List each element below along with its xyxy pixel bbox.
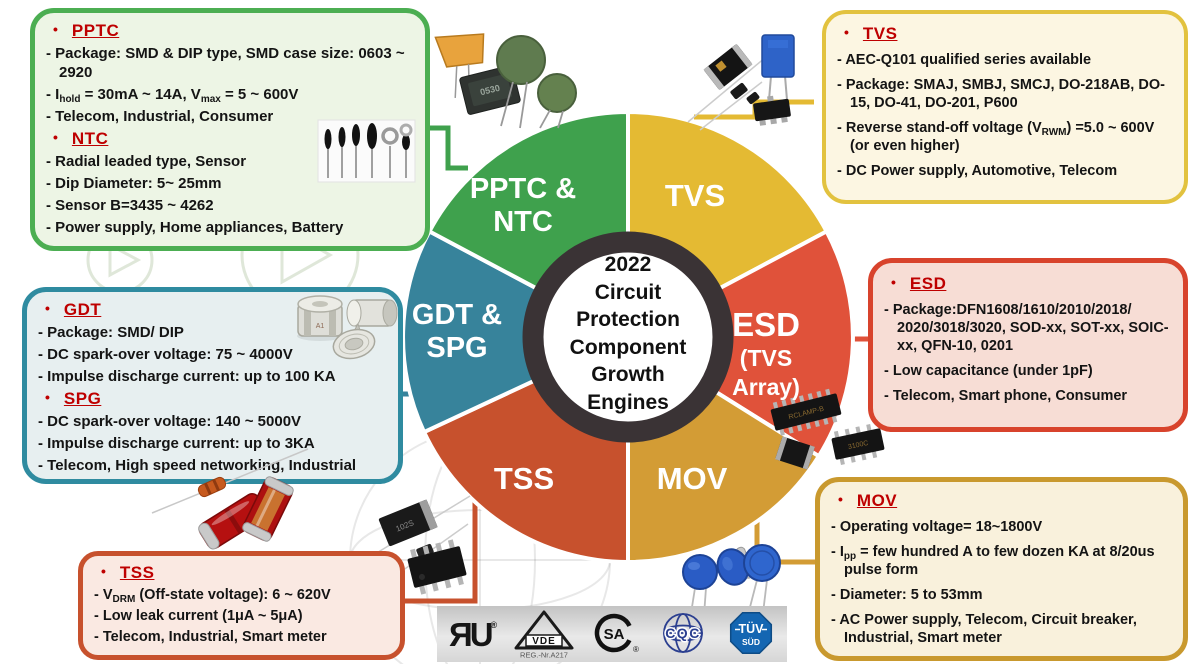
spg-spec-voltage: - DC spark-over voltage: 140 ~ 5000V (38, 413, 302, 430)
tvs-product-photo (687, 34, 795, 131)
spg-title: SPG (63, 389, 102, 408)
svg-text:102S: 102S (395, 518, 416, 533)
ntc-heading: •NTC (53, 129, 109, 148)
svg-text:VDE: VDE (532, 636, 556, 647)
ul-logo: ЯU® (448, 615, 498, 653)
tuv-sud-logo: TÜV SÜD (729, 611, 773, 655)
pptc-spec-applications: - Telecom, Industrial, Consumer (46, 108, 274, 125)
esd-title: ESD (909, 274, 947, 293)
spg-heading: •SPG (45, 389, 102, 408)
gdt-title: GDT (63, 300, 102, 319)
tvs-heading: •TVS (844, 24, 898, 43)
mov-spec-voltage: - Operating voltage= 18~1800V (831, 519, 1043, 535)
svg-text:CQC: CQC (665, 625, 701, 641)
mov-spec-diameter: - Diameter: 5 to 53mm (831, 587, 983, 603)
gdt-spec-voltage: - DC spark-over voltage: 75 ~ 4000V (38, 346, 293, 363)
mov-title: MOV (856, 491, 898, 510)
ntc-title: NTC (71, 129, 109, 148)
mov-callout: •MOV - Operating voltage= 18~1800V - Ipp… (815, 477, 1188, 661)
tss-callout: •TSS - VDRM (Off-state voltage): 6 ~ 620… (78, 551, 405, 660)
gdt-spg-callout: •GDT - Package: SMD/ DIP - DC spark-over… (22, 287, 403, 484)
gdt-heading: •GDT (45, 300, 102, 319)
svg-text:SA: SA (604, 626, 625, 643)
wheel-label-esd: ESD (732, 306, 800, 343)
svg-text:SÜD: SÜD (742, 637, 760, 647)
tvs-title: TVS (862, 24, 898, 43)
svg-text:TÜV: TÜV (738, 621, 764, 636)
gdt-spec-current: - Impulse discharge current: up to 100 K… (38, 368, 336, 385)
ntc-spec-type: - Radial leaded type, Sensor (46, 153, 247, 170)
wheel-label-tss: TSS (493, 461, 555, 496)
pptc-spec-package: - Package: SMD & DIP type, SMD case size… (46, 45, 405, 81)
mov-spec-ipp: - Ipp = few hundred A to few dozen KA at… (831, 544, 1155, 578)
svg-text:REG.-Nr.A217: REG.-Nr.A217 (520, 651, 568, 660)
spg-spec-current: - Impulse discharge current: up to 3KA (38, 435, 315, 452)
pptc-ntc-callout: •PPTC - Package: SMD & DIP type, SMD cas… (30, 8, 430, 251)
gdt-spec-package: - Package: SMD/ DIP (38, 324, 184, 341)
tss-spec-leak: - Low leak current (1μA ~ 5μA) (94, 608, 303, 624)
csa-logo: SA ® (594, 613, 639, 654)
ntc-spec-diameter: - Dip Diameter: 5~ 25mm (46, 175, 222, 192)
tss-heading: •TSS (101, 563, 155, 582)
pptc-heading: •PPTC (53, 21, 120, 40)
mov-spec-applications: - AC Power supply, Telecom, Circuit brea… (831, 612, 1137, 646)
svg-text:0530: 0530 (479, 83, 501, 98)
ntc-spec-applications: - Power supply, Home appliances, Battery (46, 219, 344, 236)
tvs-spec-vrwm: - Reverse stand-off voltage (VRWM) =5.0 … (837, 120, 1155, 154)
wheel-label-gdt-spg: GDT &SPG (411, 299, 503, 364)
tss-spec-applications: - Telecom, Industrial, Smart meter (94, 629, 327, 645)
esd-spec-capacitance: - Low capacitance (under 1pF) (884, 363, 1093, 379)
connector-tss (402, 499, 478, 604)
wheel-label-pptc-ntc: PPTC &NTC (469, 173, 577, 238)
tvs-spec-applications: - DC Power supply, Automotive, Telecom (837, 163, 1118, 179)
spg-spec-applications: - Telecom, High speed networking, Indust… (38, 457, 357, 474)
pptc-title: PPTC (71, 21, 120, 40)
vde-logo: VDE REG.-Nr.A217 (514, 610, 574, 660)
connector-mov (754, 505, 816, 565)
esd-spec-applications: - Telecom, Smart phone, Consumer (884, 388, 1128, 404)
tss-title: TSS (119, 563, 155, 582)
certification-strip: ЯU® VDE REG.-Nr.A217 SA ® CQC TÜV SÜD (437, 606, 787, 662)
tvs-callout: •TVS - AEC-Q101 qualified series availab… (822, 10, 1188, 204)
cqc-logo: CQC (663, 613, 703, 653)
esd-spec-package: - Package:DFN1608/1610/2010/2018/ 2020/3… (884, 302, 1169, 354)
wheel-label-mov: MOV (656, 461, 728, 496)
pptc-spec-ratings: - Ihold = 30mA ~ 14A, Vmax = 5 ~ 600V (46, 86, 299, 105)
connector-tvs (694, 99, 814, 120)
pptc-product-photo: 0530 (434, 33, 577, 129)
svg-text:®: ® (633, 645, 639, 654)
svg-text:3100C: 3100C (847, 440, 869, 451)
esd-callout: •ESD - Package:DFN1608/1610/2010/2018/ 2… (868, 258, 1188, 432)
tss-spec-vdrm: - VDRM (Off-state voltage): 6 ~ 620V (94, 587, 331, 605)
tvs-spec-aec: - AEC-Q101 qualified series available (837, 52, 1092, 68)
tvs-spec-package: - Package: SMAJ, SMBJ, SMCJ, DO-218AB, D… (837, 77, 1165, 111)
mov-heading: •MOV (838, 491, 898, 510)
ntc-spec-sensor-b: - Sensor B=3435 ~ 4262 (46, 197, 214, 214)
wheel-label-tvs: TVS (664, 178, 726, 213)
svg-text:RCLAMP-B: RCLAMP-B (788, 406, 825, 422)
esd-heading: •ESD (891, 274, 947, 293)
connector-pptc (430, 125, 468, 171)
